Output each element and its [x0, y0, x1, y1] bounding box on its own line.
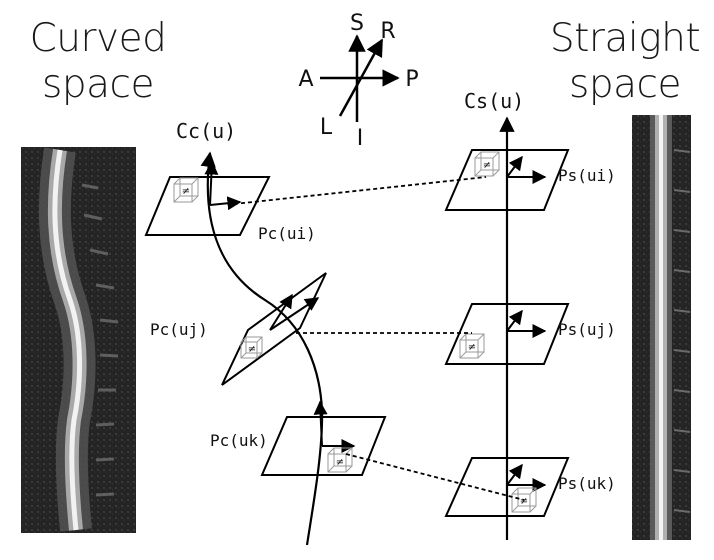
straight-plane-i: ≠: [444, 149, 570, 211]
curved-title-line2: space: [42, 62, 154, 107]
curved-plane-k-label: Pc(uk): [210, 431, 268, 450]
straight-space-title: Straight space: [540, 16, 710, 108]
straight-plane-j-label: Ps(uj): [558, 320, 616, 339]
correspondence-line-i: [233, 176, 487, 205]
axis-label-right: R: [380, 19, 395, 44]
axis-label-anterior: A: [298, 67, 313, 92]
straight-voxel-i-symbol: ≠: [483, 160, 491, 171]
curved-title-line1: Curved: [29, 16, 167, 61]
curved-plane-k: ≠: [260, 400, 387, 476]
straight-title-line2: space: [569, 62, 681, 107]
axis-label-superior: S: [350, 11, 364, 36]
axis-label-inferior: I: [357, 126, 364, 151]
straight-voxel-k-symbol: ≠: [520, 496, 528, 507]
straight-plane-j: ≠: [444, 303, 570, 365]
curved-plane-j: ≠: [221, 272, 327, 386]
curved-plane-j-label: Pc(uj): [150, 320, 208, 339]
curved-centerline-label: Cc(u): [176, 119, 236, 143]
straight-plane-k: ≠: [444, 457, 570, 517]
curved-plane-i: ≠: [144, 160, 271, 236]
correspondence-line-k: [345, 453, 525, 501]
curved-voxel-i-symbol: ≠: [182, 186, 190, 197]
straight-centerline-label: Cs(u): [464, 89, 524, 113]
straight-plane-k-label: Ps(uk): [558, 474, 616, 493]
straight-plane-i-label: Ps(ui): [558, 166, 616, 185]
curved-centerline: [200, 151, 324, 546]
straight-title-line1: Straight: [549, 16, 701, 61]
orientation-axes: [320, 34, 400, 122]
curved-voxel-j-symbol: ≠: [248, 344, 256, 355]
curved-space-title: Curved space: [18, 16, 178, 108]
straight-voxel-j-symbol: ≠: [468, 342, 476, 353]
curved-mri-image: [21, 147, 136, 533]
correspondence-lines: [233, 176, 525, 501]
curved-voxel-k-symbol: ≠: [336, 457, 344, 468]
curved-plane-i-label: Pc(ui): [258, 224, 316, 243]
axis-label-posterior: P: [405, 67, 418, 92]
straight-mri-image: [632, 115, 691, 540]
axis-label-left: L: [320, 115, 333, 140]
